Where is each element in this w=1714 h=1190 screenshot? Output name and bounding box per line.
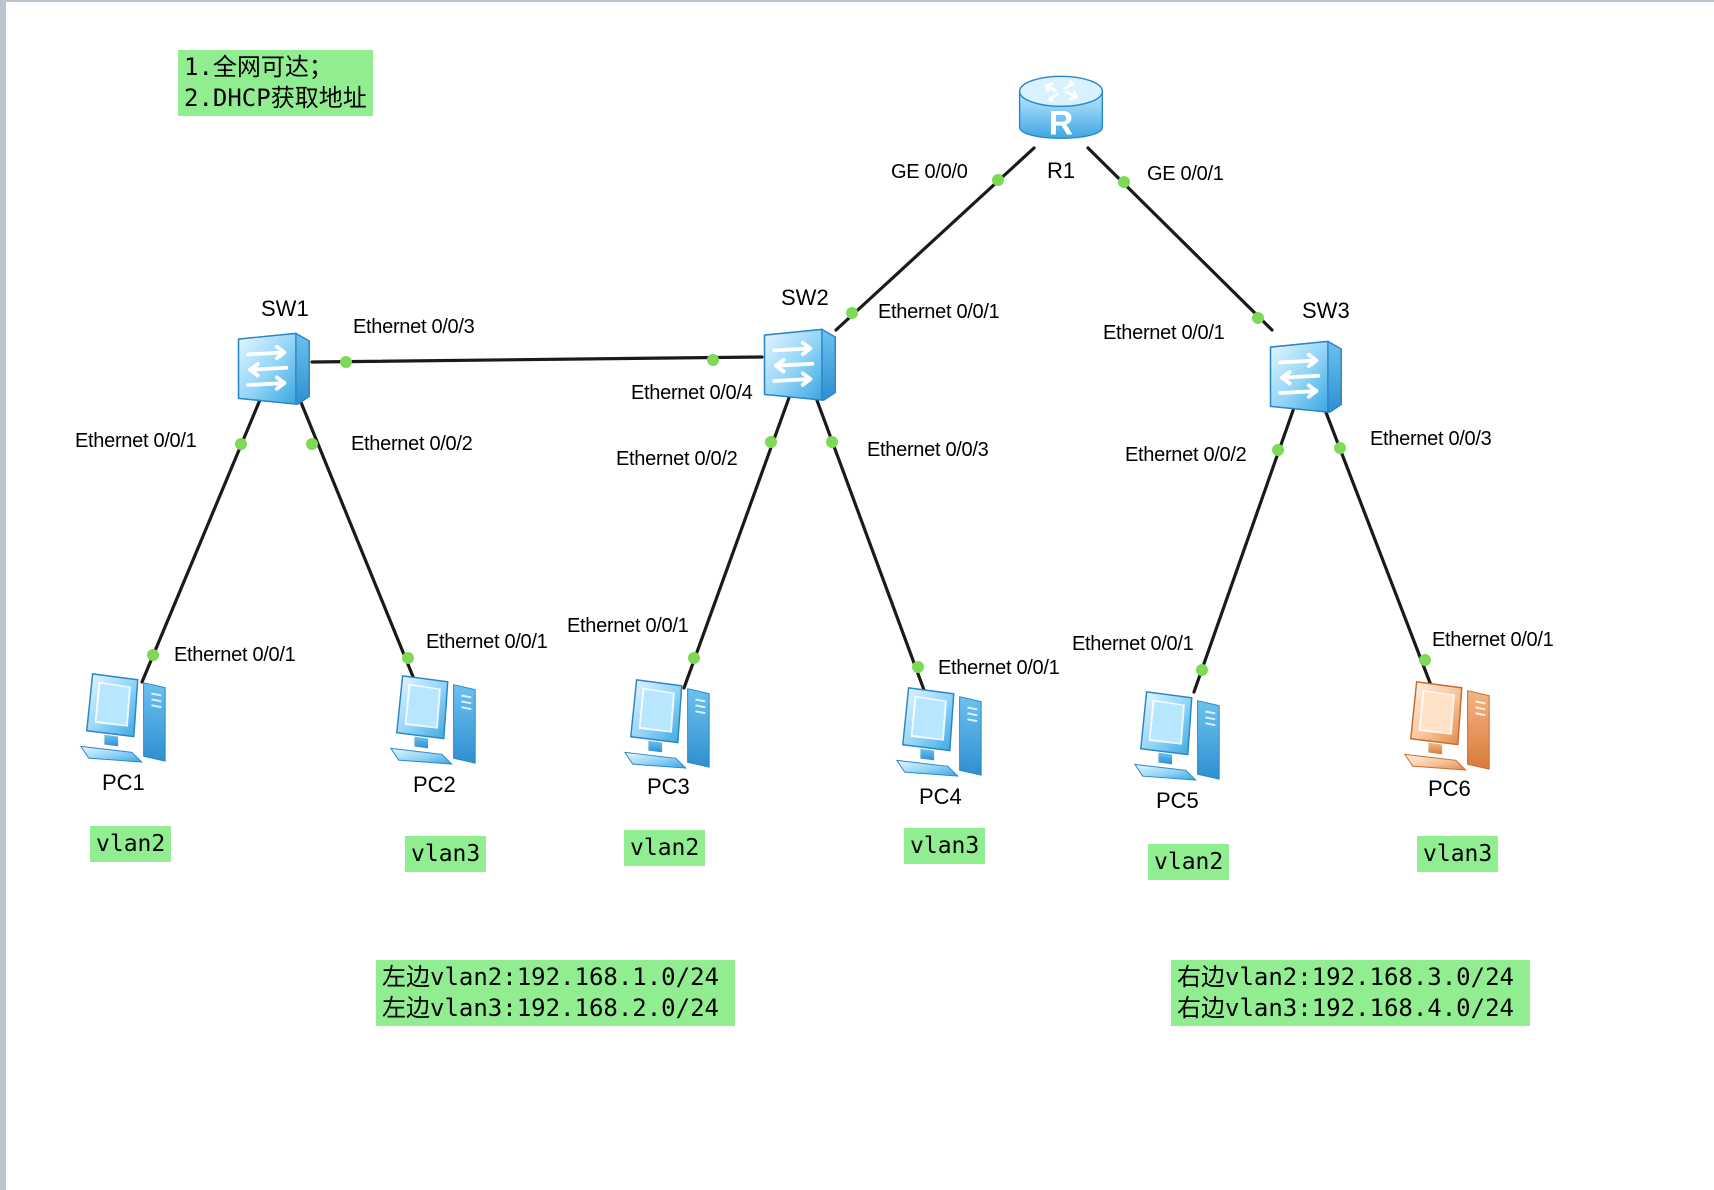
link-sw1-sw2 xyxy=(310,355,764,364)
port-label: Ethernet 0/0/2 xyxy=(1125,444,1247,466)
port-dot xyxy=(846,307,858,319)
port-label: Ethernet 0/0/1 xyxy=(1103,322,1225,344)
switch-label: SW2 xyxy=(781,285,829,310)
vlan-tag: vlan2 xyxy=(1148,844,1230,880)
pc-icon[interactable] xyxy=(1403,680,1491,772)
objectives-note: 1.全网可达； 2.DHCP获取地址 xyxy=(178,50,373,116)
port-label: Ethernet 0/0/2 xyxy=(351,433,473,455)
switch-icon[interactable] xyxy=(239,333,310,404)
left-subnets-note: 左边vlan2:192.168.1.0/24 左边vlan3:192.168.2… xyxy=(376,960,735,1026)
port-dot xyxy=(1196,664,1208,676)
vlan-tag: vlan3 xyxy=(1417,836,1499,872)
port-dot xyxy=(912,661,924,673)
port-label: Ethernet 0/0/1 xyxy=(878,301,1000,323)
port-dot xyxy=(826,436,838,448)
port-label: Ethernet 0/0/1 xyxy=(174,644,296,666)
left-subnet-vlan3: 左边vlan3:192.168.2.0/24 xyxy=(382,994,719,1022)
switch-icon[interactable] xyxy=(765,329,836,400)
link-r1-sw3 xyxy=(1086,146,1274,332)
pc-label: PC2 xyxy=(413,772,456,797)
router-label: R1 xyxy=(1047,158,1076,183)
port-label: Ethernet 0/0/3 xyxy=(867,439,989,461)
port-dot xyxy=(1272,444,1284,456)
objective-2: 2.DHCP获取地址 xyxy=(184,84,367,112)
port-label: Ethernet 0/0/4 xyxy=(631,382,753,404)
switch-label: SW3 xyxy=(1302,298,1350,323)
switch-icon[interactable] xyxy=(1271,341,1342,412)
router-icon[interactable] xyxy=(1018,74,1104,144)
pc-label: PC3 xyxy=(647,774,690,799)
pc-label: PC6 xyxy=(1428,776,1471,801)
port-label: Ethernet 0/0/1 xyxy=(1432,629,1554,651)
port-label: Ethernet 0/0/1 xyxy=(75,430,197,452)
port-dot xyxy=(1252,312,1264,324)
port-dot xyxy=(1118,176,1130,188)
switch-label: SW1 xyxy=(261,296,309,321)
right-subnet-vlan3: 右边vlan3:192.168.4.0/24 xyxy=(1177,994,1514,1022)
port-dot xyxy=(1334,442,1346,454)
vlan-tag: vlan2 xyxy=(90,826,172,862)
port-label: Ethernet 0/0/1 xyxy=(1072,633,1194,655)
port-dot xyxy=(306,438,318,450)
pc-label: PC4 xyxy=(919,784,962,809)
pc-icon[interactable] xyxy=(389,674,477,766)
pc-icon[interactable] xyxy=(79,672,167,764)
right-subnet-vlan2: 右边vlan2:192.168.3.0/24 xyxy=(1177,963,1514,991)
vlan-tag: vlan2 xyxy=(624,830,706,866)
port-label: Ethernet 0/0/1 xyxy=(938,657,1060,679)
port-label: Ethernet 0/0/1 xyxy=(567,615,689,637)
port-label: Ethernet 0/0/3 xyxy=(1370,428,1492,450)
port-label: Ethernet 0/0/3 xyxy=(353,316,475,338)
port-dot xyxy=(765,436,777,448)
pc-icon[interactable] xyxy=(623,678,711,770)
port-dot xyxy=(147,649,159,661)
vlan-tag: vlan3 xyxy=(405,836,487,872)
pc-label: PC1 xyxy=(102,770,145,795)
port-label: GE 0/0/1 xyxy=(1147,163,1224,185)
port-dot xyxy=(402,652,414,664)
port-label: Ethernet 0/0/2 xyxy=(616,448,738,470)
port-label: GE 0/0/0 xyxy=(891,161,968,183)
left-subnet-vlan2: 左边vlan2:192.168.1.0/24 xyxy=(382,963,719,991)
pc-icon[interactable] xyxy=(1133,690,1221,782)
vlan-tag: vlan3 xyxy=(904,828,986,864)
objective-1: 1.全网可达； xyxy=(184,53,333,81)
port-dot xyxy=(992,174,1004,186)
port-dot xyxy=(707,354,719,366)
pc-icon[interactable] xyxy=(895,686,983,778)
right-subnets-note: 右边vlan2:192.168.3.0/24 右边vlan3:192.168.4… xyxy=(1171,960,1530,1026)
port-label: Ethernet 0/0/1 xyxy=(426,631,548,653)
port-dot xyxy=(235,438,247,450)
port-dot xyxy=(688,652,700,664)
port-dot xyxy=(1419,654,1431,666)
pc-label: PC5 xyxy=(1156,788,1199,813)
port-dot xyxy=(340,356,352,368)
